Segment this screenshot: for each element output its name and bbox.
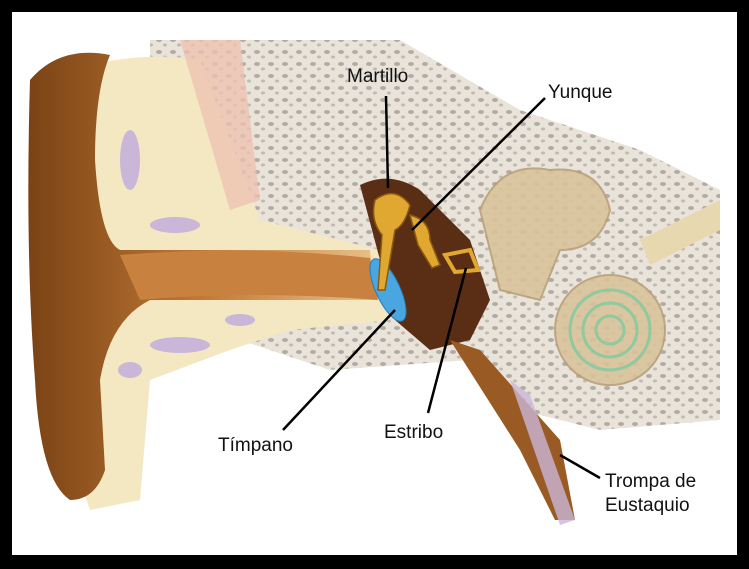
yunque-leader xyxy=(411,97,546,231)
label-estribo: Estribo xyxy=(384,422,443,443)
malleus xyxy=(372,192,411,291)
martillo-leader xyxy=(384,95,390,189)
incus xyxy=(408,213,441,269)
leader-lines xyxy=(282,95,601,480)
timpano-leader xyxy=(282,309,396,431)
label-timpano: Tímpano xyxy=(218,435,293,456)
label-yunque: Yunque xyxy=(548,82,612,103)
stapes xyxy=(441,247,481,275)
label-trompa-line2: Eustaquio xyxy=(605,495,690,516)
cochlea-spiral xyxy=(568,288,652,372)
label-martillo: Martillo xyxy=(347,66,408,87)
ossicles xyxy=(372,192,481,291)
eustachian-cartilage xyxy=(510,380,575,525)
label-trompa-line1: Trompa de xyxy=(605,471,696,492)
nerve xyxy=(640,200,720,265)
estribo-leader xyxy=(426,267,468,414)
trompa-leader xyxy=(559,453,601,480)
cartilage xyxy=(118,130,255,378)
ear-canal xyxy=(120,250,378,300)
skin-layer xyxy=(180,40,260,210)
